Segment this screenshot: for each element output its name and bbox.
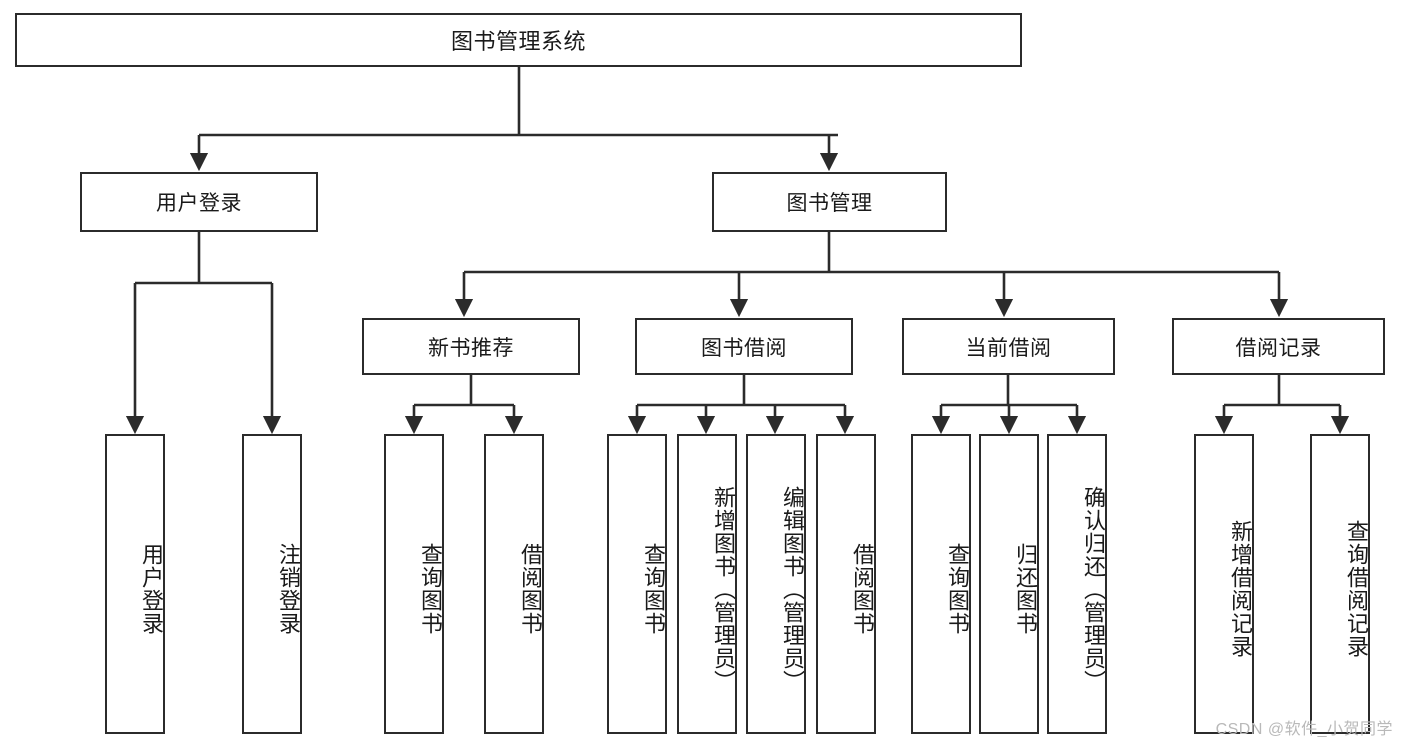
leaf-user-login-logout[interactable]: 注销登录 [242, 434, 302, 734]
leaf-book-borrow-borrow[interactable]: 借阅图书 [816, 434, 876, 734]
leaf-new-book-query-label: 查询图书 [418, 543, 443, 635]
node-book-management-label: 图书管理 [786, 192, 873, 215]
leaf-borrow-record-add-label: 新增借阅记录 [1228, 520, 1253, 658]
leaf-user-login-login[interactable]: 用户登录 [105, 434, 165, 734]
leaf-book-borrow-borrow-label: 借阅图书 [850, 543, 875, 635]
leaf-current-borrow-query[interactable]: 查询图书 [911, 434, 971, 734]
node-book-management[interactable]: 图书管理 [712, 172, 947, 232]
watermark: CSDN @软件_小贺同学 [1215, 721, 1393, 738]
node-new-book-recommend[interactable]: 新书推荐 [362, 318, 580, 375]
leaf-borrow-record-query-label: 查询借阅记录 [1344, 520, 1369, 658]
node-user-login-label: 用户登录 [156, 192, 242, 215]
leaf-book-borrow-add-label: 新增图书（管理员） [711, 485, 736, 693]
node-root-system-label: 图书管理系统 [450, 29, 586, 54]
leaf-book-borrow-edit[interactable]: 编辑图书（管理员） [746, 434, 806, 734]
leaf-user-login-login-label: 用户登录 [139, 543, 164, 635]
leaf-current-borrow-confirm-return-label: 确认归还（管理员） [1081, 485, 1106, 693]
node-book-borrow[interactable]: 图书借阅 [635, 318, 853, 375]
leaf-current-borrow-return[interactable]: 归还图书 [979, 434, 1039, 734]
leaf-new-book-borrow-label: 借阅图书 [518, 543, 543, 635]
leaf-new-book-borrow[interactable]: 借阅图书 [484, 434, 544, 734]
node-borrow-record[interactable]: 借阅记录 [1172, 318, 1385, 375]
node-root-system[interactable]: 图书管理系统 [15, 13, 1022, 67]
node-book-borrow-label: 图书借阅 [701, 336, 787, 360]
leaf-user-login-logout-label: 注销登录 [276, 543, 301, 635]
leaf-current-borrow-return-label: 归还图书 [1013, 543, 1038, 635]
leaf-borrow-record-add[interactable]: 新增借阅记录 [1194, 434, 1254, 734]
leaf-borrow-record-query[interactable]: 查询借阅记录 [1310, 434, 1370, 734]
leaf-book-borrow-query-label: 查询图书 [641, 543, 666, 635]
node-current-borrow[interactable]: 当前借阅 [902, 318, 1115, 375]
node-new-book-recommend-label: 新书推荐 [428, 336, 514, 360]
leaf-current-borrow-query-label: 查询图书 [945, 543, 970, 635]
leaf-book-borrow-query[interactable]: 查询图书 [607, 434, 667, 734]
node-current-borrow-label: 当前借阅 [965, 336, 1052, 360]
leaf-new-book-query[interactable]: 查询图书 [384, 434, 444, 734]
leaf-current-borrow-confirm-return[interactable]: 确认归还（管理员） [1047, 434, 1107, 734]
leaf-book-borrow-edit-label: 编辑图书（管理员） [780, 485, 805, 693]
node-user-login[interactable]: 用户登录 [80, 172, 318, 232]
leaf-book-borrow-add[interactable]: 新增图书（管理员） [677, 434, 737, 734]
node-borrow-record-label: 借阅记录 [1235, 336, 1322, 360]
